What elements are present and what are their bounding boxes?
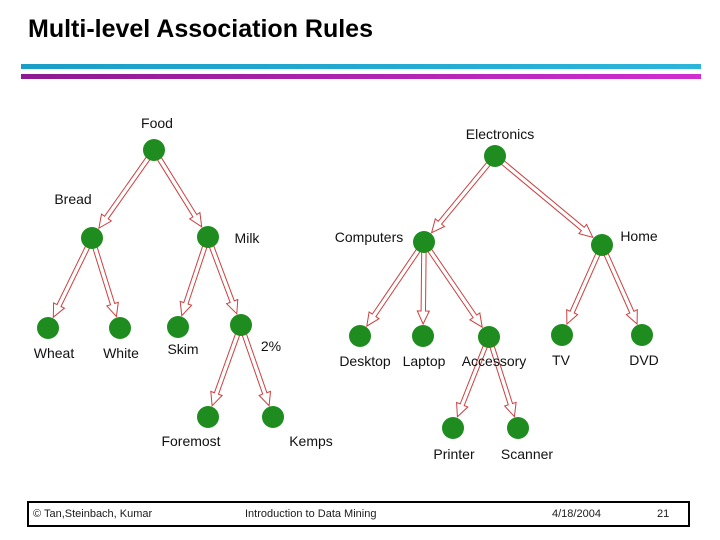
- cyan-divider-line: [21, 64, 701, 69]
- tree-node-label-desktop: Desktop: [339, 353, 391, 369]
- tree-node-label-accessory: Accessory: [462, 353, 527, 369]
- footer-box: [27, 501, 690, 527]
- tree-edge-arrow-milk-two-percent: [205, 236, 239, 315]
- slide-title: Multi-level Association Rules: [28, 15, 373, 43]
- tree-node-label-kemps: Kemps: [289, 433, 333, 449]
- magenta-divider-line: [21, 74, 701, 79]
- tree-node-label-computers: Computers: [335, 229, 403, 245]
- tree-edge-arrow-accessory-scanner: [486, 336, 517, 418]
- tree-node-electronics: [484, 145, 506, 167]
- tree-node-wheat: [37, 317, 59, 339]
- tree-node-scanner: [507, 417, 529, 439]
- tree-node-printer: [442, 417, 464, 439]
- tree-node-two-percent: [230, 314, 252, 336]
- tree-node-label-electronics: Electronics: [466, 126, 534, 142]
- tree-edge-arrow-computers-accessory: [421, 240, 483, 329]
- tree-edge-arrow-two-percent-foremost: [210, 324, 244, 407]
- tree-edge-arrow-milk-skim: [179, 236, 211, 317]
- tree-edge-arrow-electronics-computers: [430, 154, 498, 234]
- tree-node-bread: [81, 227, 103, 249]
- footer-course-title: Introduction to Data Mining: [245, 508, 377, 520]
- tree-node-food: [143, 139, 165, 161]
- tree-node-label-foremost: Foremost: [161, 433, 220, 449]
- tree-node-dvd: [631, 324, 653, 346]
- tree-edge-arrow-home-dvd: [599, 243, 638, 326]
- tree-node-tv: [551, 324, 573, 346]
- footer-copyright: © Tan,Steinbach, Kumar: [33, 508, 153, 520]
- tree-node-label-printer: Printer: [433, 446, 475, 462]
- footer-date: 4/18/2004: [552, 508, 601, 520]
- tree-node-label-milk: Milk: [235, 230, 261, 246]
- tree-edge-arrow-bread-wheat: [52, 236, 95, 319]
- tree-node-label-two-percent: 2%: [261, 338, 281, 354]
- tree-node-computers: [413, 231, 435, 253]
- tree-node-kemps: [262, 406, 284, 428]
- tree-edge-arrow-food-bread: [98, 148, 157, 230]
- tree-node-laptop: [412, 325, 434, 347]
- tree-edge-arrow-two-percent-kemps: [238, 324, 272, 407]
- tree-node-milk: [197, 226, 219, 248]
- tree-node-foremost: [197, 406, 219, 428]
- tree-node-skim: [167, 316, 189, 338]
- tree-edge-arrow-computers-laptop: [416, 241, 431, 326]
- tree-node-label-laptop: Laptop: [403, 353, 446, 369]
- tree-edge-arrow-accessory-printer: [456, 336, 492, 418]
- tree-node-label-food: Food: [141, 115, 173, 131]
- tree-node-label-home: Home: [620, 228, 658, 244]
- tree-edge-arrow-home-tv: [566, 243, 605, 326]
- tree-node-label-scanner: Scanner: [501, 446, 553, 462]
- tree-edge-arrow-food-milk: [151, 148, 203, 228]
- tree-node-desktop: [349, 325, 371, 347]
- tree-node-label-tv: TV: [552, 352, 571, 368]
- tree-node-white: [109, 317, 131, 339]
- tree-node-accessory: [478, 326, 500, 348]
- tree-node-label-skim: Skim: [167, 341, 198, 357]
- tree-edge-arrow-bread-white: [89, 237, 119, 318]
- tree-edge-arrow-computers-desktop: [366, 240, 427, 328]
- tree-node-label-white: White: [103, 345, 139, 361]
- tree-node-label-dvd: DVD: [629, 352, 659, 368]
- tree-node-label-bread: Bread: [54, 191, 91, 207]
- tree-edge-arrow-electronics-home: [493, 153, 594, 239]
- tree-node-label-wheat: Wheat: [34, 345, 75, 361]
- footer-page-number: 21: [657, 508, 670, 520]
- tree-node-home: [591, 234, 613, 256]
